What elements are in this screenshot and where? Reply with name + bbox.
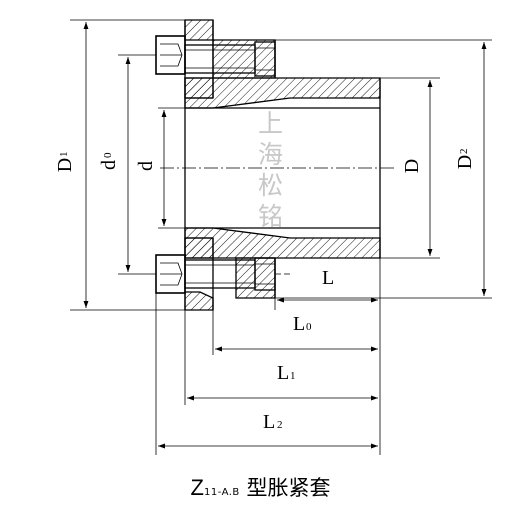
label-D2: D 2: [454, 149, 476, 170]
drawing-caption: Z11-A.B 型胀紧套: [0, 472, 521, 502]
svg-text:D: D: [401, 159, 423, 173]
svg-text:d: d: [135, 161, 157, 171]
label-d0: d 0: [98, 152, 120, 170]
svg-text:D: D: [454, 155, 476, 169]
expansion-sleeve-drawing: 上 海 松 铭 D 1 d 0 d D D 2 L L 0 L 1 L 2: [54, 19, 492, 455]
svg-text:1: 1: [290, 370, 296, 382]
label-d: d: [135, 161, 157, 171]
svg-text:L: L: [293, 313, 305, 335]
svg-text:d: d: [98, 160, 120, 170]
label-L2: L 2: [263, 411, 283, 433]
label-L0: L 0: [293, 313, 312, 335]
watermark-char-3: 松: [258, 171, 283, 200]
svg-text:L: L: [322, 267, 334, 289]
label-L: L: [322, 267, 334, 289]
watermark-char-1: 上: [258, 109, 283, 138]
svg-text:1: 1: [58, 152, 70, 158]
svg-text:L: L: [277, 362, 289, 384]
flange-plate: [184, 19, 214, 311]
svg-text:D: D: [54, 158, 76, 172]
watermark: 上 海 松 铭: [258, 109, 283, 231]
watermark-char-4: 铭: [258, 202, 283, 231]
svg-text:L: L: [263, 411, 275, 433]
caption-prefix: Z: [190, 475, 204, 500]
watermark-char-2: 海: [258, 140, 283, 169]
svg-text:0: 0: [306, 321, 312, 333]
svg-text:2: 2: [277, 419, 283, 431]
label-L1: L 1: [277, 362, 296, 384]
caption-title: 型胀紧套: [246, 476, 331, 500]
svg-text:0: 0: [102, 152, 114, 158]
label-D: D: [401, 159, 423, 173]
svg-text:2: 2: [458, 149, 470, 155]
label-D1: D 1: [54, 152, 76, 173]
dimension-lines: [83, 22, 487, 449]
caption-model-subscript: 11-A.B: [203, 487, 240, 498]
upper-screw: [155, 35, 276, 77]
